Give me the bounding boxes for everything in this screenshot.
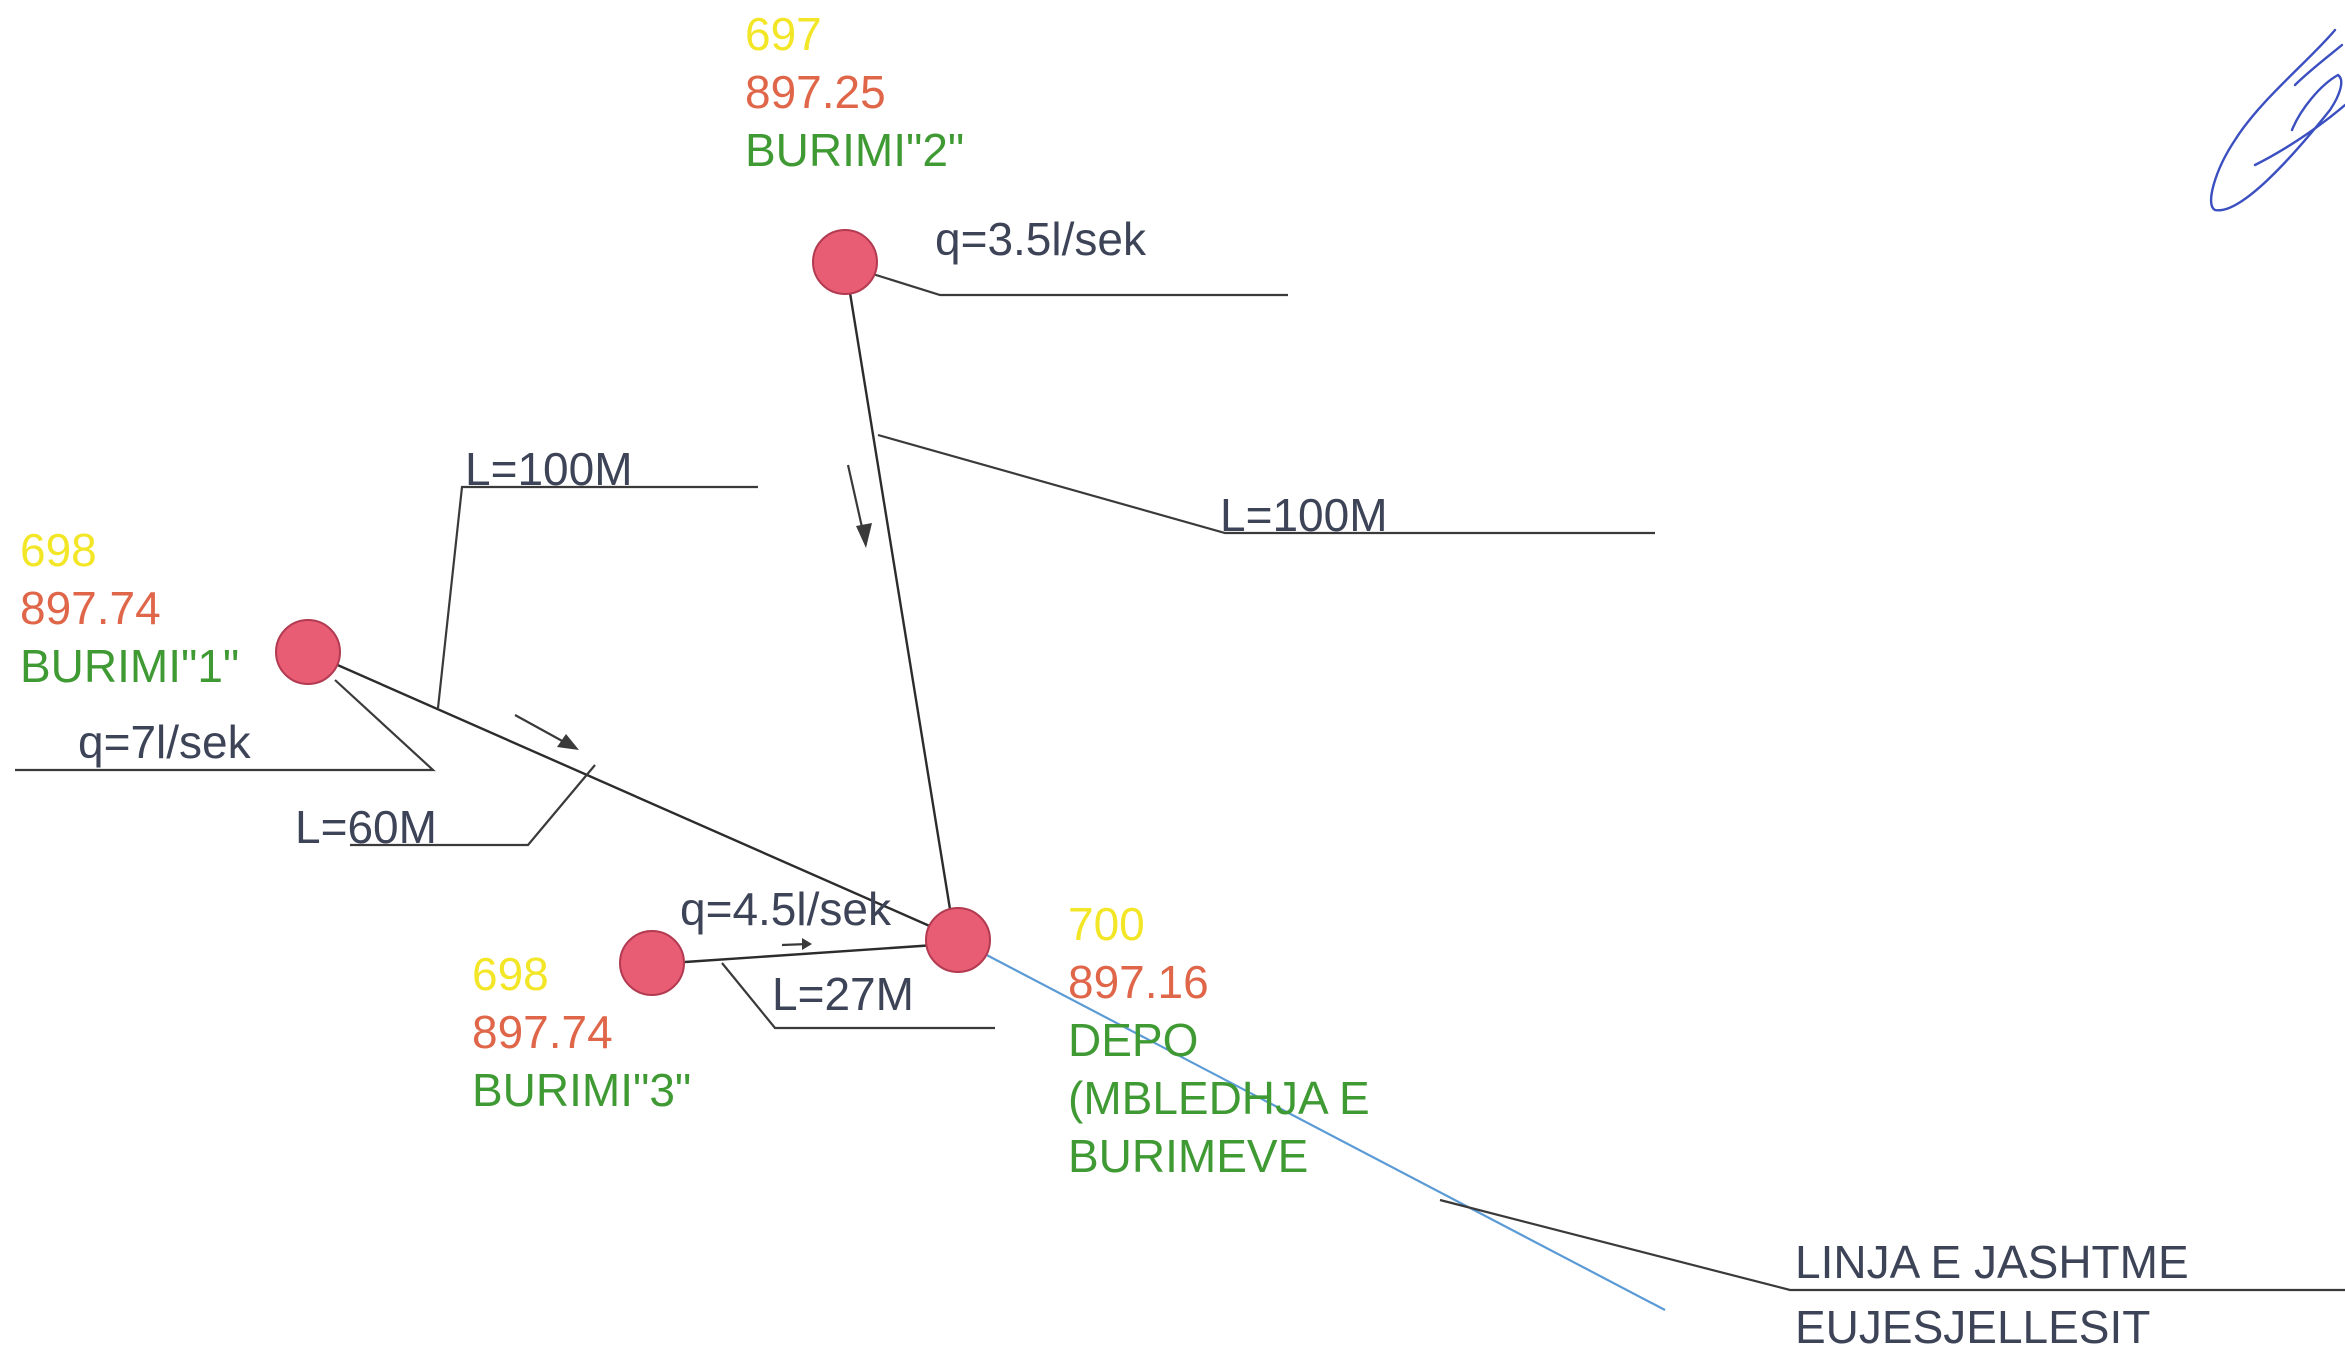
node-burimi-3 [619,930,685,996]
burimi2-name: BURIMI"2" [745,124,964,176]
burimi3-id: 698 [472,948,549,1000]
length-label-burimi1-pipe: L=60M [295,801,437,853]
handwritten-signature [2209,28,2345,212]
burimi3-elevation: 897.74 [472,1006,613,1058]
pipe-burimi3-to-depo [684,943,936,964]
pipe-burimi1-to-depo [307,650,951,937]
burimi1-name: BURIMI"1" [20,640,239,692]
depo-id: 700 [1068,898,1145,950]
leader-l100-right [877,433,1655,535]
burimi2-elevation: 897.25 [745,66,886,118]
burimi1-id: 698 [20,524,97,576]
depo-name-line-2: (MBLEDHJA E [1068,1072,1370,1124]
depo-elevation: 897.16 [1068,956,1209,1008]
burimi3-flow: q=4.5l/sek [680,883,892,935]
outlet-label-line-2: EUJESJELLESIT [1795,1301,2150,1350]
flow-arrow-down [846,464,872,548]
leader-q-burimi2 [859,268,1288,297]
length-label-upper-left: L=100M [465,443,633,495]
leader-outlet [1439,1198,2345,1292]
pipe-burimi2-to-depo [843,261,957,941]
burimi1-elevation: 897.74 [20,582,161,634]
length-label-right: L=100M [1220,489,1388,541]
burimi1-flow: q=7l/sek [78,716,252,768]
burimi2-flow: q=3.5l/sek [935,213,1147,265]
depo-name-line-1: DEPO [1068,1014,1198,1066]
length-label-burimi3-pipe: L=27M [772,968,914,1020]
outlet-pipe [957,939,1666,1311]
flow-arrow-right [514,714,579,750]
node-burimi-2 [812,229,878,295]
flow-arrow-small [781,938,812,950]
outlet-label-line-1: LINJA E JASHTME [1795,1236,2189,1288]
depo-name-line-3: BURIMEVE [1068,1130,1308,1182]
leader-l60 [350,764,596,847]
burimi3-name: BURIMI"3" [472,1064,691,1116]
leader-l100-left [436,485,758,709]
burimi2-id: 697 [745,8,822,60]
leader-l27 [721,962,995,1030]
leader-q-burimi1 [15,679,436,772]
node-depo [925,907,991,973]
node-burimi-1 [275,619,341,685]
